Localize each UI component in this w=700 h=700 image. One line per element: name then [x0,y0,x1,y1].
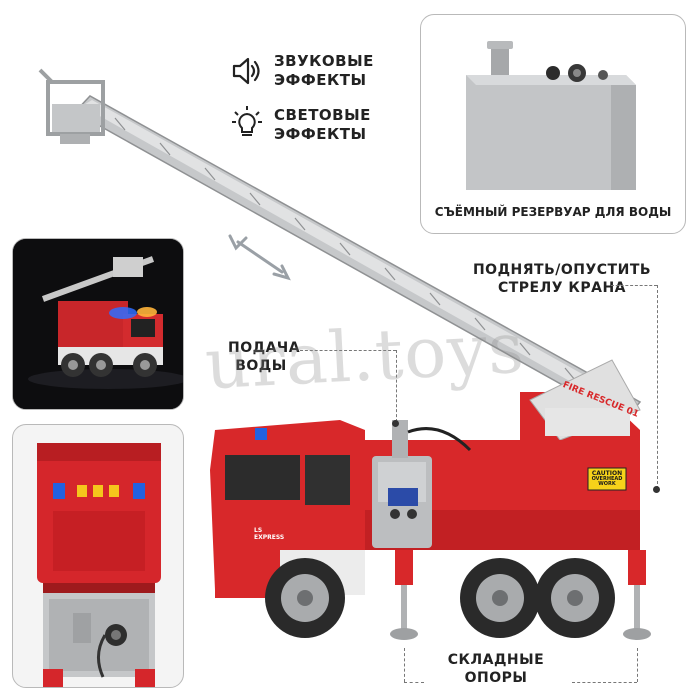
night-truck-image [13,239,183,409]
light-feature: СВЕТОВЫЕ ЭФФЕКТЫ [230,104,400,144]
water-leader-h [300,350,396,351]
rear-truck-image [37,443,161,687]
water-callout: ПОДАЧА ВОДЫ [228,340,301,374]
speaker-icon [232,57,260,85]
water-leader-dot [392,420,399,427]
crane-leader-v [657,285,658,489]
ladder-extend-arrow-icon [228,234,291,281]
supports-leader-h-right [572,682,637,683]
light-effects-label: СВЕТОВЫЕ ЭФФЕКТЫ [274,106,371,143]
supports-leader-v-left [404,648,405,682]
caution-text: OVERHEAD WORK [591,476,623,487]
crane-callout: ПОДНЯТЬ/ОПУСТИТЬ СТРЕЛУ КРАНА [472,262,652,296]
supports-leader-v-right [637,648,638,682]
truck-wheels [265,558,615,638]
light-bulb-icon [232,106,262,136]
crane-leader-dot [653,486,660,493]
crane-leader-h [611,285,657,286]
folding-supports [390,550,651,640]
night-photo-panel [12,238,184,410]
ladder-sign: FIRE RESCUE 01 [561,380,640,420]
supports-leader-h-left [404,682,424,683]
tank-caption: СЪЁМНЫЙ РЕЗЕРВУАР ДЛЯ ВОДЫ [434,205,672,219]
caution-title: CAUTION [591,470,623,477]
door-logo: LS EXPRESS [254,527,285,541]
supports-callout: СКЛАДНЫЕ ОПОРЫ [447,652,545,686]
water-tank-panel: СЪЁМНЫЙ РЕЗЕРВУАР ДЛЯ ВОДЫ [420,14,686,234]
water-tank-image [466,41,636,190]
water-leader-v [396,350,397,422]
sound-effects-label: ЗВУКОВЫЕ ЭФФЕКТЫ [274,52,374,89]
rear-photo-panel [12,424,184,688]
sound-feature: ЗВУКОВЫЕ ЭФФЕКТЫ [230,52,400,92]
